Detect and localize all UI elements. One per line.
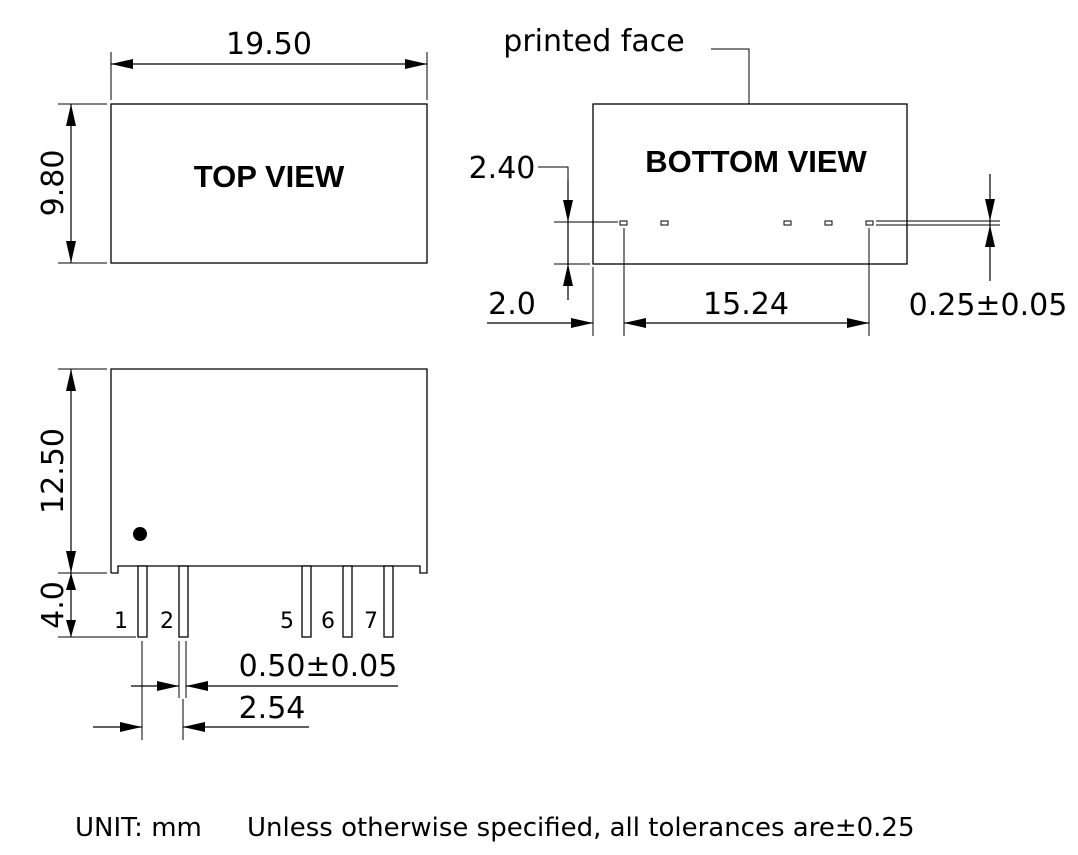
dimension-body-height-value: 12.50	[36, 428, 71, 514]
pin-number-1: 1	[114, 609, 128, 634]
dimension-top-height: 9.80	[36, 103, 107, 264]
dimension-top-height-value: 9.80	[36, 150, 71, 217]
top-view-label: TOP VIEW	[194, 159, 345, 194]
pin1-marker-dot	[133, 527, 147, 541]
dimension-pin-width-value: 0.50±0.05	[239, 649, 398, 684]
printed-face-callout: printed face	[503, 24, 750, 104]
tolerance-note: Unless otherwise specified, all toleranc…	[247, 813, 915, 843]
side-view: 1 2 5 6 7 12.50 4.0	[36, 368, 428, 740]
bottom-view-outline	[592, 103, 908, 265]
pin-pad	[865, 220, 874, 226]
footer-note: UNIT: mm Unless otherwise specified, all…	[75, 813, 915, 843]
top-view: TOP VIEW 19.50 9.80	[36, 27, 428, 264]
pin-2	[178, 565, 189, 638]
unit-label: UNIT: mm	[75, 813, 202, 843]
dimension-top-width-value: 19.50	[226, 27, 312, 62]
dimension-pin-pitch-value: 2.54	[239, 691, 306, 726]
dimension-pin-thickness: 0.25±0.05	[876, 174, 1067, 323]
pin-pad	[824, 220, 833, 226]
dimension-top-width: 19.50	[110, 27, 428, 100]
pin-number-7: 7	[364, 609, 378, 634]
dimension-pin-length: 4.0	[36, 573, 136, 638]
bottom-view-label: BOTTOM VIEW	[645, 144, 867, 179]
dimension-body-height: 12.50	[36, 368, 107, 574]
bottom-pin-pads	[619, 220, 874, 226]
pin-number-5: 5	[280, 609, 294, 634]
pin-number-2: 2	[160, 609, 174, 634]
dimension-pin-span-value: 15.24	[703, 287, 789, 322]
side-pins	[137, 565, 394, 638]
pin-6	[342, 565, 353, 638]
pin-pad	[660, 220, 669, 226]
printed-face-label: printed face	[503, 24, 684, 59]
top-view-outline	[110, 103, 428, 264]
dimension-pin-width: 0.50±0.05	[131, 641, 398, 698]
pin-pad	[619, 220, 628, 226]
dimension-pin-length-value: 4.0	[36, 581, 71, 629]
dimension-pin-span: 15.24	[624, 228, 870, 336]
dimension-pin-offset-y-value: 2.40	[469, 151, 536, 186]
side-view-outline	[110, 368, 428, 574]
dimension-pin-offset-x: 2.0	[487, 228, 625, 336]
pin-1	[137, 565, 148, 638]
bottom-view: BOTTOM VIEW printed face 2.40	[469, 24, 1067, 336]
dimension-pin-offset-x-value: 2.0	[488, 287, 536, 322]
pin-5	[301, 565, 312, 638]
dimension-pin-offset-y: 2.40	[469, 151, 618, 300]
pin-number-6: 6	[321, 609, 335, 634]
dimension-pin-thickness-value: 0.25±0.05	[909, 288, 1068, 323]
pin-pad	[783, 220, 792, 226]
pin-7	[383, 565, 394, 638]
dimension-pin-pitch: 2.54	[93, 641, 309, 740]
pin-numbers: 1 2 5 6 7	[114, 609, 378, 634]
